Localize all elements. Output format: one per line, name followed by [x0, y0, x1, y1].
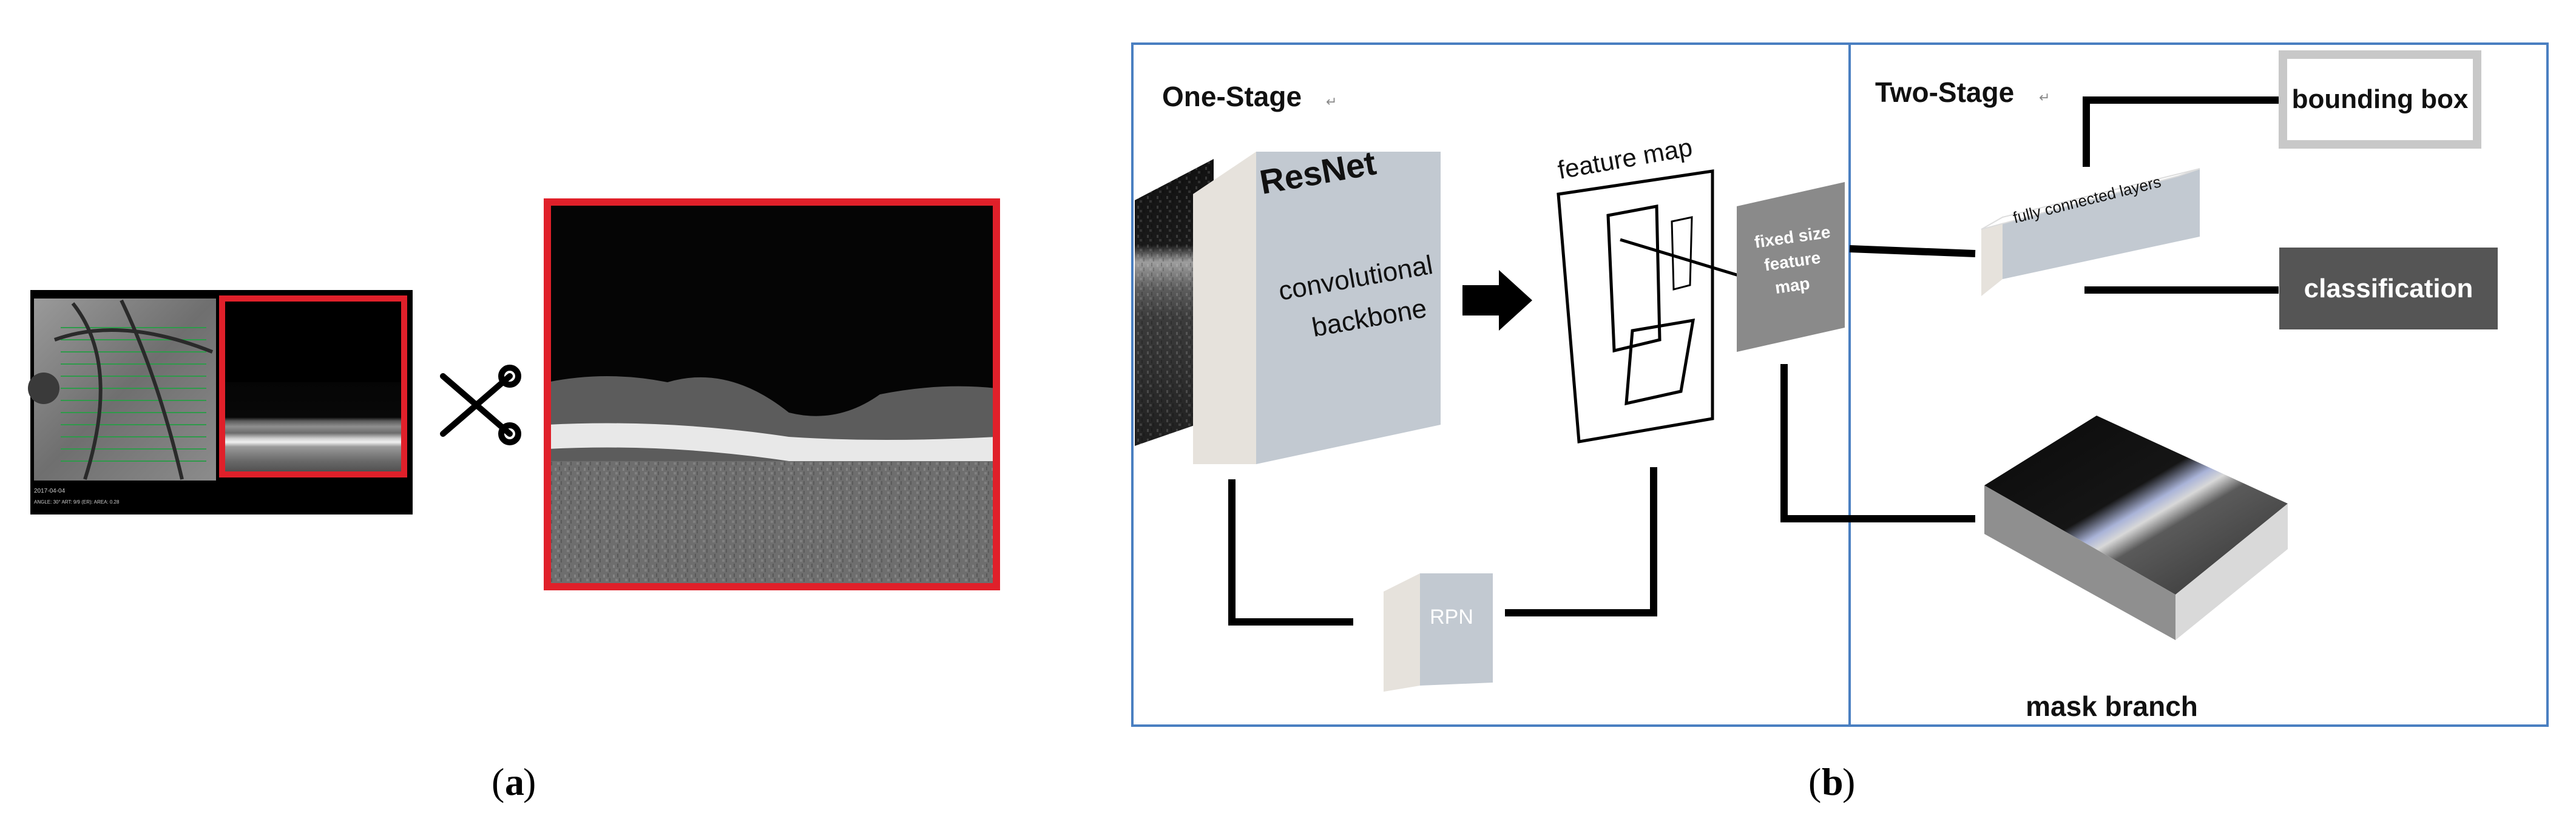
scan-lines: [61, 327, 206, 462]
cropped-bscan: [544, 198, 1000, 590]
caption-b: ( b ): [1808, 760, 1855, 803]
rpn-to-featuremap-connector: [1505, 467, 1657, 616]
fc-block: fully connected layers: [1981, 168, 2200, 296]
roi-box-2: [1671, 216, 1693, 291]
rpn-block: RPN: [1384, 573, 1493, 692]
optic-disc: [28, 373, 59, 404]
caption-b-close: ): [1842, 760, 1855, 803]
two-stage-return-mark: ↵: [2039, 90, 2050, 105]
feature-map-outline: [1557, 169, 1714, 444]
arrow-right-icon: [1462, 270, 1532, 331]
crop-highlight-large: [544, 198, 1000, 590]
two-stage-frame: [1848, 42, 2549, 727]
speckle-texture: [547, 461, 996, 587]
feature-map: feature map: [1555, 133, 1751, 444]
caption-a-close: ): [523, 760, 536, 803]
fixed-to-mask-connector: [1780, 364, 1975, 522]
mask-branch: mask branch: [1984, 416, 2288, 722]
rpn-front-face: [1420, 573, 1493, 686]
backbone-side-face: [1193, 152, 1256, 464]
classification-label: classification: [2304, 274, 2473, 303]
fixed-size-box: [1737, 182, 1845, 352]
bbox-output: bounding box: [2279, 50, 2481, 149]
bbox-label: bounding box: [2292, 84, 2469, 114]
rpn-side-face: [1384, 573, 1420, 692]
bscan-small-layers: [222, 382, 404, 474]
mask-branch-label: mask branch: [2026, 690, 2198, 722]
fc-top-face: [1981, 168, 2200, 230]
classification-output: classification: [2279, 248, 2498, 329]
mask-left-face: [1984, 485, 2175, 640]
backbone-front-face: [1256, 152, 1441, 464]
mask-top-face: [1984, 416, 2288, 595]
one-stage-return-mark: ↵: [1326, 94, 1337, 109]
oct-screenshot: 2017-04-04 ANGLE: 30° ART: 9/9 (ER): ARE…: [28, 290, 413, 515]
crop-highlight-small: [219, 295, 407, 477]
fc-side-face: [1981, 217, 2003, 296]
scissors-icon: [440, 365, 521, 445]
classification-box: [2279, 248, 2498, 329]
fixed-size-feature-map: fixed size feature map: [1737, 182, 1845, 352]
caption-a-open: (: [492, 760, 504, 803]
screen-text-1: 2017-04-04: [34, 488, 66, 494]
panel-b: One-Stage ↵ Two-Stage ↵ ResNet convoluti…: [1131, 42, 2549, 803]
caption-b-open: (: [1808, 760, 1821, 803]
backbone-to-rpn-connector: [1228, 479, 1353, 626]
one-stage-label: One-Stage: [1162, 81, 1302, 112]
caption-a-letter: a: [505, 760, 524, 803]
fundus-image: [34, 299, 216, 481]
rpn-label: RPN: [1430, 606, 1473, 629]
screen-text-2: ANGLE: 30° ART: 9/9 (ER): AREA: 0.28: [34, 499, 120, 505]
roi-to-fixed-connector: [1620, 238, 1751, 281]
fixed-to-fc-connector: [1849, 245, 1976, 257]
fc-front-face: [2003, 169, 2200, 279]
rpe-layer: [547, 423, 996, 464]
caption-b-letter: b: [1822, 760, 1844, 803]
two-stage-label: Two-Stage: [1875, 76, 2014, 108]
retina-vessels: [53, 299, 214, 480]
roi-box-3: [1624, 318, 1695, 406]
mask-right-face: [2175, 504, 2288, 640]
fc-to-bbox-connector: [2083, 96, 2279, 167]
caption-a: ( a ): [492, 760, 536, 803]
roi-box-1: [1606, 204, 1662, 353]
panel-a: 2017-04-04 ANGLE: 30° ART: 9/9 (ER): ARE…: [28, 198, 1000, 803]
bbox-output-box: [2279, 50, 2481, 149]
backbone-block: ResNet convolutional backbone: [1193, 143, 1441, 464]
connectors: [1228, 96, 2279, 626]
